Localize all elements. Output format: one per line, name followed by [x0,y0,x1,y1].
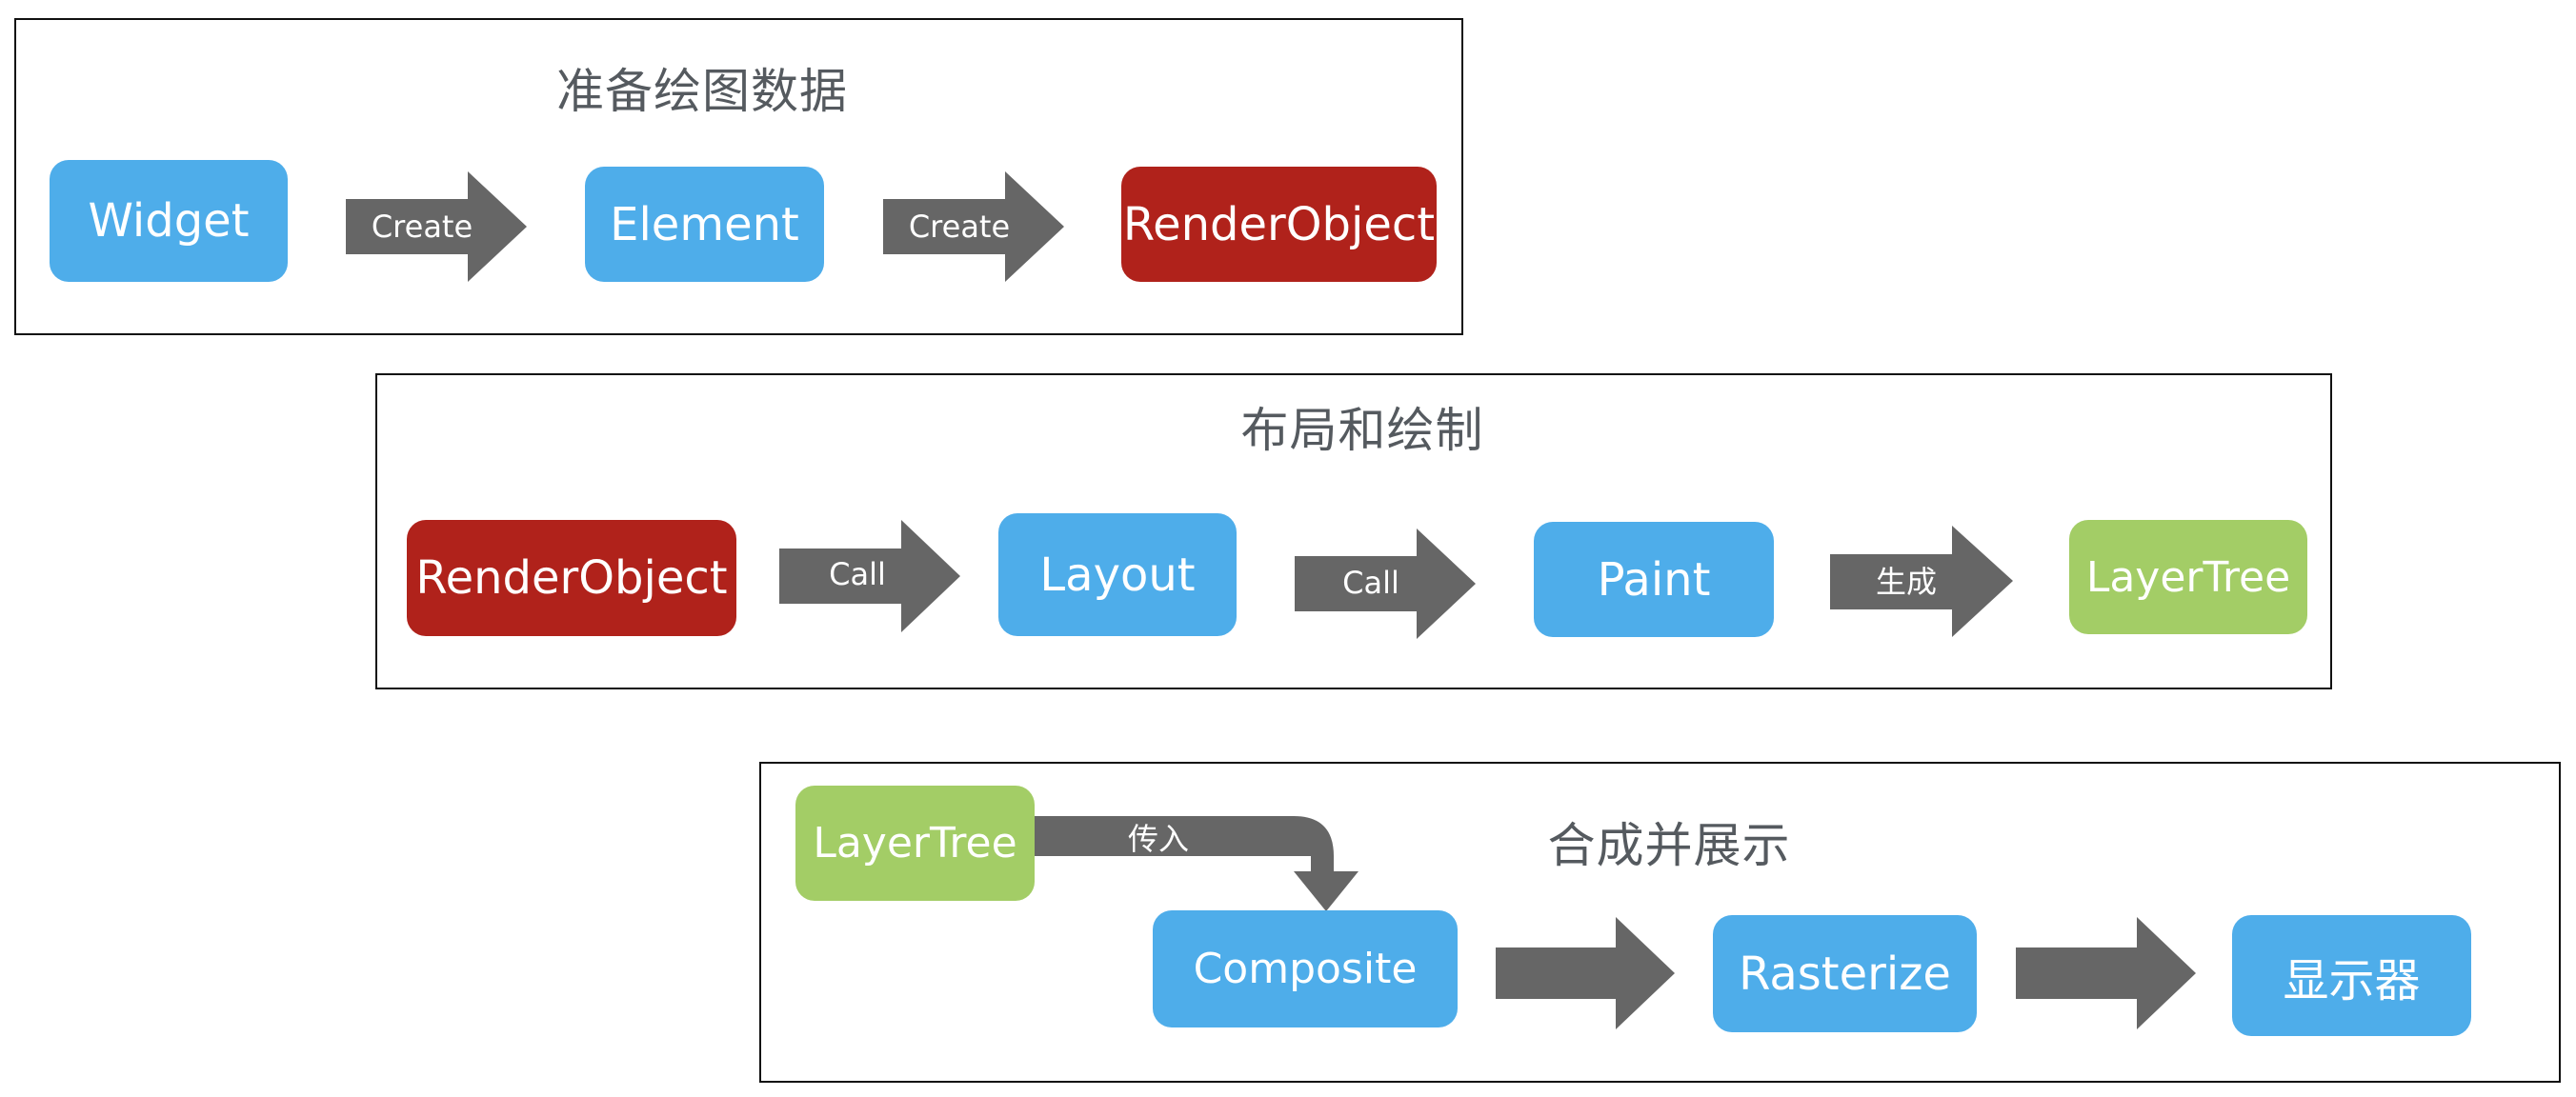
node-renderobject: RenderObject [1121,167,1437,282]
arrow-right-icon [779,520,960,632]
node-label: Element [610,197,799,251]
node-layout: Layout [998,513,1237,636]
node-label: Composite [1193,945,1418,993]
arrow-to-display [2016,917,2196,1029]
panel-title-layout-and-paint: 布局和绘制 [1240,403,1484,458]
node-label: RenderObject [1122,197,1436,251]
panel-title-prepare-drawing-data: 准备绘图数据 [556,64,848,119]
node-rasterize: Rasterize [1713,915,1977,1032]
arrow-pass-in: 传入 [1035,816,1358,915]
node-widget: Widget [50,160,288,282]
node-label: LayerTree [2085,552,2291,602]
arrow-label: Create [908,209,1011,245]
node-element: Element [585,167,824,282]
node-label: 显示器 [2283,953,2421,1007]
node-label: Paint [1597,552,1711,607]
arrow-label: Create [371,209,473,245]
arrow-right-icon [1295,529,1476,639]
node-label: Widget [88,194,250,248]
arrow-label: Call [829,556,886,592]
node-display: 显示器 [2232,915,2471,1036]
arrow-bent-down-icon [1035,816,1358,911]
arrow-label: 传入 [1127,821,1190,857]
arrow-right-icon [1830,526,2013,637]
node-layertree: LayerTree [2069,520,2307,634]
node-label: LayerTree [813,819,1017,868]
arrow-right-icon [883,171,1064,282]
arrow-right-icon [346,171,527,282]
panel-layout-and-paint [375,373,2332,689]
node-label: RenderObject [415,551,728,605]
arrow-generate: 生成 [1830,526,2013,637]
arrow-to-rasterize [1496,917,1675,1029]
arrow-label: 生成 [1875,564,1938,600]
panel-title-composite-and-display: 合成并展示 [1547,818,1791,873]
arrow-call-1: Call [779,520,960,632]
node-composite: Composite [1153,910,1458,1027]
node-renderobject: RenderObject [407,520,736,636]
node-layertree: LayerTree [795,786,1035,901]
arrow-create-1: Create [346,171,527,282]
node-label: Rasterize [1739,947,1951,1001]
node-label: Layout [1039,548,1196,602]
arrow-call-2: Call [1295,529,1476,639]
arrow-right-icon [1496,917,1675,1029]
arrow-label: Call [1342,565,1399,601]
arrow-right-icon [2016,917,2196,1029]
arrow-create-2: Create [883,171,1064,282]
node-paint: Paint [1534,522,1774,637]
